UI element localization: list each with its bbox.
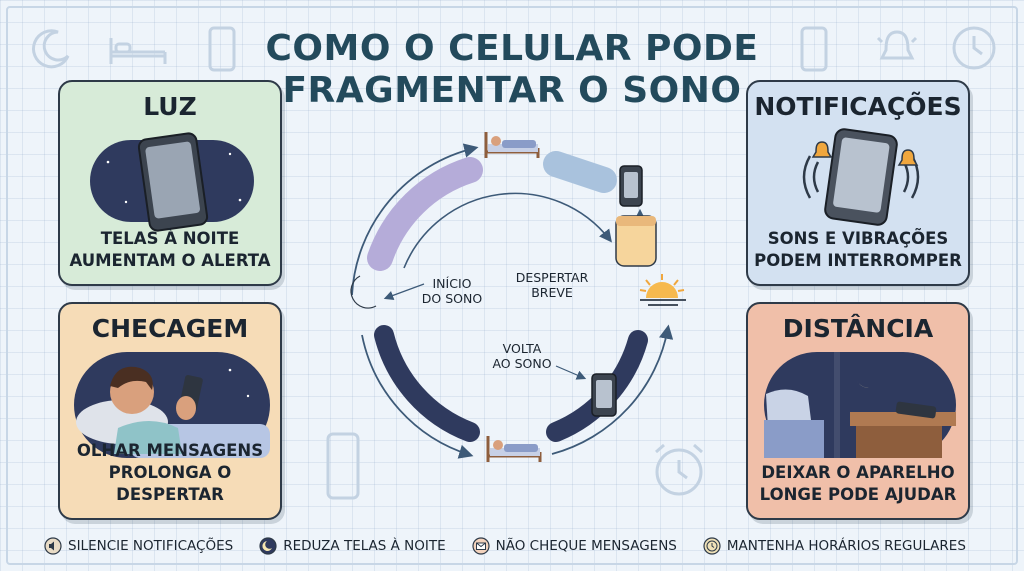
card-distancia: DISTÂNCIA DEIXAR O APARELHO LONGE PODE A… — [746, 302, 970, 520]
label-inicio-line-2: DO SONO — [421, 291, 483, 306]
cycle-arrow-top-left — [351, 143, 479, 296]
tip-silencie: SILENCIE NOTIFICAÇÕES — [44, 537, 233, 555]
card-distancia-caption-line-1: DEIXAR O APARELHO — [761, 463, 955, 482]
clock-icon — [952, 26, 996, 70]
phone-on-nightstand-illustration — [764, 352, 956, 458]
card-checagem-caption-line-2: PROLONGA O DESPERTAR — [108, 463, 232, 504]
label-inicio-do-sono: INÍCIO DO SONO — [414, 276, 490, 306]
deep-sleep-arc-left — [374, 325, 480, 442]
label-volta-line-2: AO SONO — [492, 356, 552, 371]
tip-silencie-label: SILENCIE NOTIFICAÇÕES — [68, 538, 234, 554]
card-checagem-title: CHECAGEM — [91, 314, 249, 343]
phone-icon — [591, 373, 617, 417]
title-line-2: FRAGMENTAR O SONO — [282, 70, 742, 111]
label-volta-line-1: VOLTA — [502, 341, 542, 356]
card-notificacoes-caption-line-1: SONS E VIBRAÇÕES — [767, 229, 949, 248]
page-title: COMO O CELULAR PODE FRAGMENTAR O SONO — [250, 28, 774, 112]
bed-icon — [486, 436, 542, 462]
envelope-icon — [472, 537, 490, 555]
card-distancia-title: DISTÂNCIA — [782, 314, 934, 343]
tip-mantenha-label: MANTENHA HORÁRIOS REGULARES — [726, 538, 966, 554]
moon-icon — [350, 275, 377, 309]
cycle-arrow-inner — [403, 192, 612, 269]
card-luz-caption-line-1: TELAS À NOITE — [100, 229, 240, 248]
light-sleep-arc-right — [543, 151, 617, 193]
tips-bar: SILENCIE NOTIFICAÇÕES REDUZA TELAS À NOI… — [44, 534, 994, 558]
card-distancia-caption: DEIXAR O APARELHO LONGE PODE AJUDAR — [748, 462, 968, 506]
tip-reduza-label: REDUZA TELAS À NOITE — [283, 538, 446, 554]
phone-icon — [208, 26, 236, 72]
bed-icon — [109, 38, 167, 64]
vibrating-phone-illustration — [802, 128, 920, 226]
tip-reduza: REDUZA TELAS À NOITE — [259, 537, 446, 555]
cycle-arrow-bottom-left — [361, 334, 474, 459]
card-notificacoes-title: NOTIFICAÇÕES — [754, 92, 962, 121]
label-despertar-line-2: BREVE — [531, 285, 573, 300]
label-inicio-line-1: INÍCIO — [432, 276, 472, 291]
phone-icon — [326, 432, 360, 500]
person-checking-phone-illustration — [74, 352, 270, 458]
card-distancia-caption-line-2: LONGE PODE AJUDAR — [759, 485, 957, 504]
sleep-cycle-diagram — [350, 132, 686, 462]
card-checagem-caption-line-1: OLHAR MENSAGENS — [76, 441, 264, 460]
phone-at-night-illustration — [90, 132, 254, 232]
title-line-1: COMO O CELULAR PODE — [265, 28, 759, 69]
alarm-clock-icon — [655, 443, 703, 496]
label-despertar-line-1: DESPERTAR — [515, 270, 589, 285]
bell-icon — [897, 149, 919, 166]
tip-nao-cheque: NÃO CHEQUE MENSAGENS — [472, 537, 677, 555]
card-luz-caption-line-2: AUMENTAM O ALERTA — [69, 251, 271, 270]
card-checagem-caption: OLHAR MENSAGENS PROLONGA O DESPERTAR — [60, 440, 280, 506]
label-despertar-breve: DESPERTAR BREVE — [504, 270, 600, 300]
phone-icon — [619, 165, 643, 207]
tip-mantenha: MANTENHA HORÁRIOS REGULARES — [703, 537, 966, 555]
card-luz-caption: TELAS À NOITE AUMENTAM O ALERTA — [60, 228, 280, 272]
phone-icon — [800, 26, 828, 72]
card-luz-title: LUZ — [143, 92, 197, 121]
clock-icon — [703, 537, 721, 555]
sunrise-icon — [639, 274, 686, 306]
card-notificacoes-caption: SONS E VIBRAÇÕES PODEM INTERROMPER — [748, 228, 968, 272]
bed-icon — [484, 132, 540, 158]
label-volta-ao-sono: VOLTA AO SONO — [484, 341, 560, 371]
card-checagem: CHECAGEM OLHAR MENSAGENS PROLONGA O DESP… — [58, 302, 282, 520]
card-luz: LUZ TELAS À NOITE AUMENTAM O ALERTA — [58, 80, 282, 286]
bell-icon — [876, 30, 918, 60]
moon-icon — [32, 29, 70, 69]
bell-icon — [811, 141, 833, 158]
cycle-arrow-bottom-right — [551, 324, 674, 455]
moon-icon — [259, 537, 277, 555]
speaker-icon — [44, 537, 62, 555]
light-sleep-arc — [367, 157, 483, 271]
tip-nao-cheque-label: NÃO CHEQUE MENSAGENS — [495, 538, 677, 554]
card-notificacoes-caption-line-2: PODEM INTERROMPER — [754, 251, 962, 270]
card-notificacoes: NOTIFICAÇÕES SONS E VIBRAÇÕES PODEM INTE… — [746, 80, 970, 286]
